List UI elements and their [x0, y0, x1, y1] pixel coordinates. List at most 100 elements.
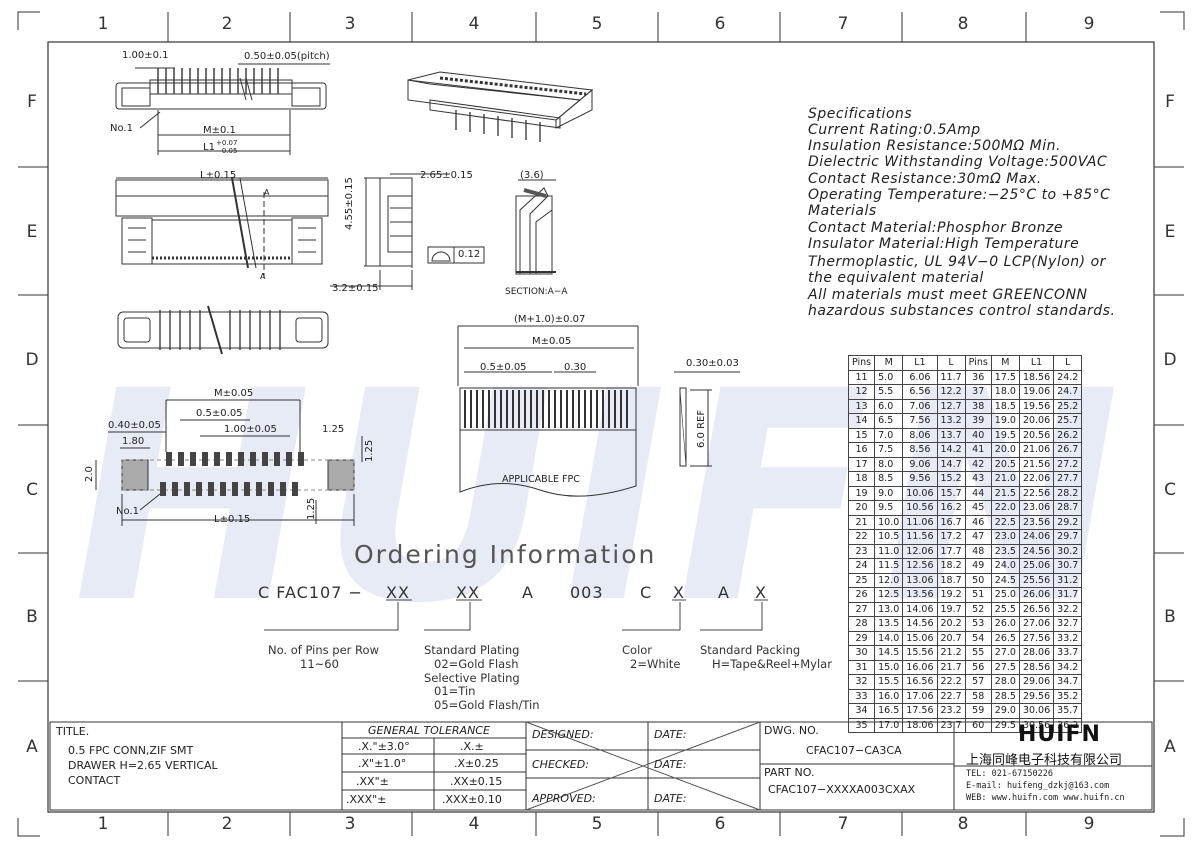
- table-cell: 9.5: [874, 500, 904, 516]
- table-cell: 38: [964, 398, 992, 414]
- table-cell: 24: [847, 558, 876, 574]
- table-cell: 12.0: [874, 572, 904, 588]
- col-label: 6: [714, 14, 726, 34]
- spec-line: Specifications: [808, 106, 913, 122]
- table-cell: 22.56: [1018, 485, 1055, 501]
- dim-label: No.1: [116, 506, 139, 517]
- table-cell: 8.5: [874, 471, 904, 487]
- table-cell: 17.56: [902, 703, 938, 719]
- dim-label: M±0.05: [214, 388, 254, 399]
- table-cell: 30.7: [1053, 558, 1083, 574]
- table-cell: 10.5: [874, 529, 904, 545]
- dim-label: A: [264, 188, 270, 197]
- table-cell: 10.56: [902, 500, 938, 516]
- table-cell: 27.7: [1053, 471, 1083, 487]
- ordering-note: 01=Tin: [434, 684, 476, 698]
- table-cell: 27.5: [990, 659, 1020, 675]
- table-cell: 27.2: [1053, 456, 1083, 472]
- table-cell: 14.0: [874, 630, 904, 646]
- ordering-note: 02=Gold Flash: [434, 657, 519, 671]
- table-cell: 8.06: [902, 427, 938, 443]
- table-cell: 20.7: [936, 630, 966, 646]
- table-cell: 11.7: [936, 369, 966, 385]
- designed-label: DESIGNED:: [532, 728, 594, 741]
- table-cell: 27.56: [1018, 630, 1055, 646]
- table-header-cell: L: [936, 355, 966, 371]
- table-cell: 31.7: [1053, 587, 1083, 603]
- dim-label: L±0.15: [214, 514, 251, 525]
- date-label: DATE:: [654, 792, 687, 805]
- col-label: 9: [1083, 14, 1095, 34]
- table-cell: 18.56: [1018, 369, 1055, 385]
- table-cell: 15.56: [902, 645, 938, 661]
- table-cell: 45: [964, 500, 992, 516]
- table-cell: 10.06: [902, 485, 938, 501]
- ordering-note: Selective Plating: [424, 671, 520, 685]
- dim-label: 1.25: [364, 439, 375, 462]
- table-cell: 39: [964, 413, 992, 429]
- table-cell: 14.2: [936, 442, 966, 458]
- table-cell: 9.56: [902, 471, 938, 487]
- tolerance-cell: .XXX±0.10: [442, 793, 502, 806]
- table-cell: 12.5: [874, 587, 904, 603]
- dim-label: (3.6): [520, 170, 544, 181]
- table-cell: 59: [964, 703, 992, 719]
- table-cell: 18.2: [936, 558, 966, 574]
- table-cell: 26.5: [990, 630, 1020, 646]
- table-cell: 22.2: [936, 674, 966, 690]
- tolerance-cell: .XX±0.15: [450, 775, 503, 788]
- table-cell: 28.06: [1018, 645, 1055, 661]
- dim-label: 6.0 REF: [696, 409, 707, 448]
- table-cell: 8.0: [874, 456, 904, 472]
- table-header-cell: M: [874, 355, 904, 371]
- dim-label: 1.80: [122, 436, 145, 447]
- table-cell: 28.5: [990, 688, 1020, 704]
- part-code-packing: X: [755, 583, 767, 602]
- table-cell: 6.06: [902, 369, 938, 385]
- col-label: 1: [97, 14, 109, 34]
- table-cell: 31: [847, 659, 876, 675]
- col-label: 5: [591, 814, 603, 834]
- table-cell: 19.2: [936, 587, 966, 603]
- spec-line: Materials: [808, 203, 877, 219]
- table-cell: 17.06: [902, 688, 938, 704]
- table-cell: 23: [847, 543, 876, 559]
- table-cell: 26.7: [1053, 442, 1083, 458]
- table-cell: 7.06: [902, 398, 938, 414]
- date-label: DATE:: [654, 758, 687, 771]
- table-cell: 6.0: [874, 398, 904, 414]
- table-cell: 16.5: [874, 703, 904, 719]
- col-label: 3: [344, 14, 356, 34]
- table-cell: 25.56: [1018, 572, 1055, 588]
- table-cell: 12.06: [902, 543, 938, 559]
- table-header-cell: Pins: [847, 355, 876, 371]
- dim-label: A: [260, 272, 266, 281]
- footprint-drawing: [95, 399, 363, 526]
- table-cell: 21: [847, 514, 876, 530]
- table-cell: 57: [964, 674, 992, 690]
- side-view-drawing: [330, 173, 485, 290]
- col-label: 4: [468, 814, 480, 834]
- table-cell: 17.2: [936, 529, 966, 545]
- table-cell: 9.06: [902, 456, 938, 472]
- row-label: A: [26, 737, 38, 757]
- table-cell: 26.06: [1018, 587, 1055, 603]
- table-cell: 30.06: [1018, 703, 1055, 719]
- col-label: 8: [957, 814, 969, 834]
- table-cell: 30: [847, 645, 876, 661]
- table-cell: 19.7: [936, 601, 966, 617]
- dim-label: L1: [203, 142, 215, 153]
- table-cell: 24.5: [990, 572, 1020, 588]
- spec-line: Insulation Resistance:500MΩ Min.: [808, 138, 1061, 154]
- date-label: DATE:: [654, 728, 687, 741]
- table-cell: 15: [847, 427, 876, 443]
- col-label: 3: [344, 814, 356, 834]
- table-cell: 33.2: [1053, 630, 1083, 646]
- dim-label: 0.5±0.05: [480, 362, 527, 373]
- dim-label: 0.40±0.05: [108, 420, 161, 431]
- table-cell: 22.06: [1018, 471, 1055, 487]
